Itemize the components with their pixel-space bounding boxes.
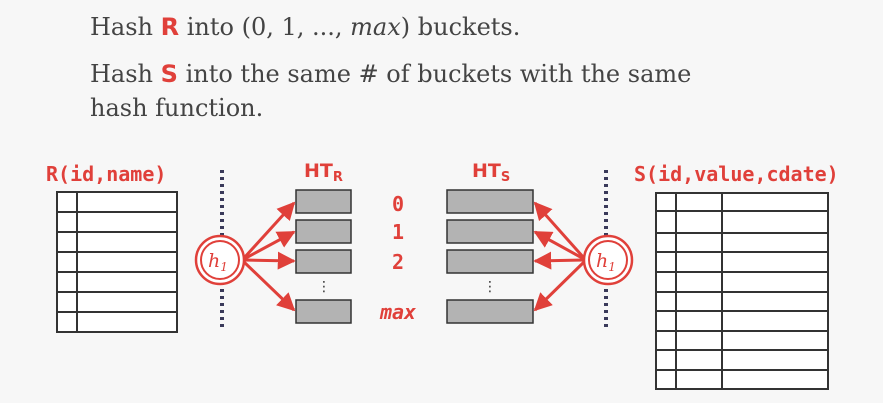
bullet-1-key: R: [160, 13, 180, 41]
ht-s-bucket-0: [446, 189, 534, 214]
table-r-label: R(id,name): [46, 162, 167, 186]
bucket-label-1: 1: [391, 220, 405, 244]
ht-r-bucket-max: [295, 299, 352, 324]
bullet-2: Hash S into the same # of buckets with t…: [90, 60, 692, 88]
ht-r-bucket-0: [295, 189, 352, 214]
arrows-left: [242, 201, 296, 312]
table-s-label: S(id,value,cdate): [634, 162, 839, 186]
ht-r-bucket-1: [295, 219, 352, 244]
bucket-label-0: 0: [391, 192, 405, 216]
bullet-1: Hash R into (0, 1, ..., max) buckets.: [90, 13, 521, 41]
ht-s-label: HTS: [472, 160, 511, 185]
arrows-right: [533, 201, 586, 312]
bucket-label-max: max: [379, 300, 417, 324]
table-r: [56, 191, 178, 333]
table-s: [655, 192, 829, 390]
bucket-label-2: 2: [391, 250, 405, 274]
ht-r-buckets: [295, 189, 352, 324]
ht-s-bucket-2: [446, 249, 534, 274]
hash-fn-left: [194, 234, 246, 286]
ht-s-bucket-max: [446, 299, 534, 324]
ht-s-bucket-1: [446, 219, 534, 244]
ht-r-bucket-2: [295, 249, 352, 274]
hash-fn-right-label: h1: [596, 250, 616, 274]
hash-fn-left-label: h1: [208, 250, 228, 274]
bullet-2-key: S: [160, 60, 178, 88]
ht-r-label: HTR: [304, 160, 343, 185]
ht-s-buckets: [446, 189, 534, 324]
bullet-2-line2: hash function.: [90, 94, 264, 122]
